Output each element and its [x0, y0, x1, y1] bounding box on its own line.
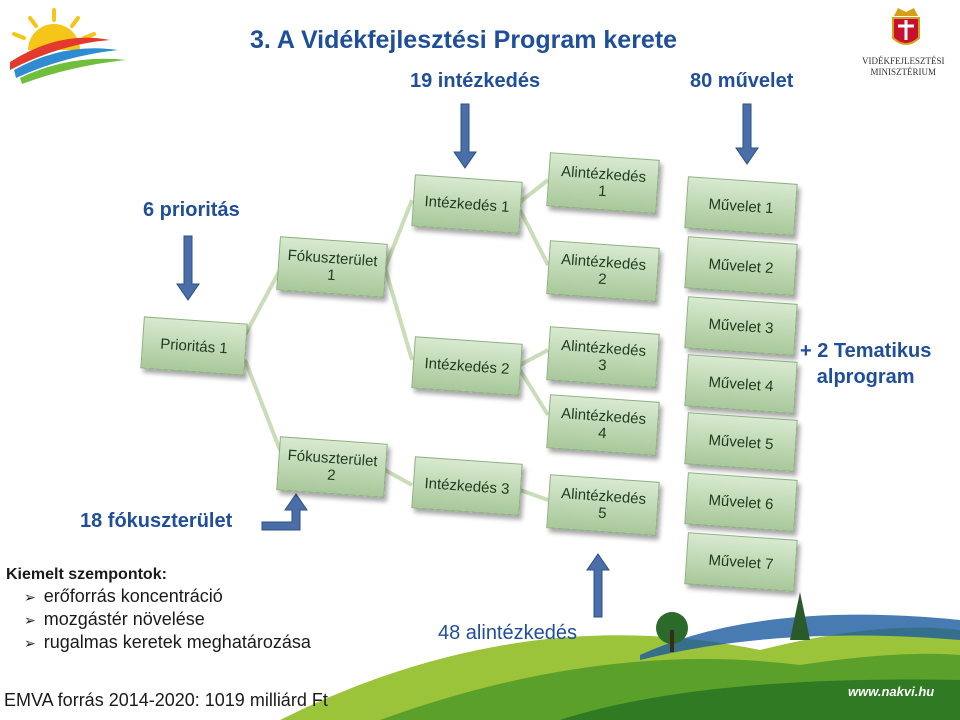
- tematikus-alprogram-label: + 2 Tematikus alprogram: [800, 338, 931, 390]
- box-label-number: 2: [597, 270, 608, 289]
- box-label: Művelet 3: [707, 315, 775, 337]
- emva-funding-line: EMVA forrás 2014-2020: 1019 milliárd Ft: [4, 690, 328, 710]
- arrow-down-icon: [735, 103, 759, 165]
- box-label-number: 2: [326, 466, 337, 485]
- box-label: Intézkedés 3: [423, 474, 511, 498]
- coat-of-arms-icon: [892, 8, 920, 45]
- bent-arrow-icon: [261, 493, 308, 531]
- box-intezkedes-1: Intézkedés 1: [411, 174, 523, 234]
- ministry-line-2: MINISZTÉRIUM: [870, 67, 937, 77]
- box-muvelet-5: Művelet 5: [684, 412, 798, 472]
- box-label: Művelet 5: [707, 431, 775, 453]
- box-prioritas-1: Prioritás 1: [140, 316, 248, 376]
- list-item: mozgástér növelése: [24, 609, 311, 630]
- list-item: erőforrás koncentráció: [24, 586, 311, 607]
- ministry-line-1: VIDÉKFEJLESZTÉSI: [862, 56, 945, 66]
- box-label-number: 1: [326, 266, 337, 285]
- box-label: Intézkedés 1: [423, 192, 511, 216]
- box-label: Művelet 7: [707, 551, 775, 573]
- box-muvelet-2: Művelet 2: [684, 236, 798, 296]
- box-label: Művelet 2: [707, 255, 775, 277]
- arrow-down-icon: [453, 103, 477, 169]
- arrow-down-icon: [176, 235, 200, 301]
- box-muvelet-4: Művelet 4: [684, 354, 798, 414]
- box-label: Prioritás 1: [159, 335, 229, 357]
- website-link[interactable]: www.nakvi.hu: [848, 684, 935, 699]
- list-item: rugalmas keretek meghatározása: [24, 632, 311, 653]
- page-title: 3. A Vidékfejlesztési Program kerete: [250, 26, 678, 54]
- box-label: Művelet 6: [707, 491, 775, 513]
- sun-logo-icon: [10, 8, 126, 84]
- fokuszterulet-count: 18 fókuszterület: [80, 510, 233, 532]
- tematikus-line-2: alprogram: [816, 366, 915, 388]
- box-muvelet-1: Művelet 1: [684, 176, 798, 236]
- box-label-number: 3: [597, 356, 608, 375]
- landscape-hills: [280, 592, 960, 720]
- prioritas-count: 6 prioritás: [143, 199, 240, 221]
- intezkedes-count: 19 intézkedés: [410, 70, 541, 92]
- box-intezkedes-3: Intézkedés 3: [411, 456, 523, 516]
- box-muvelet-7: Művelet 7: [684, 532, 798, 592]
- box-muvelet-6: Művelet 6: [684, 472, 798, 532]
- box-intezkedes-2: Intézkedés 2: [411, 336, 523, 396]
- box-label: Művelet 1: [707, 195, 775, 217]
- box-label: Intézkedés 2: [423, 354, 511, 378]
- key-aspects-heading: Kiemelt szempontok:: [6, 566, 167, 583]
- arrow-up-icon: [586, 553, 610, 618]
- ministry-logo-text: VIDÉKFEJLESZTÉSI MINISZTÉRIUM: [862, 56, 945, 78]
- tematikus-line-1: + 2 Tematikus: [800, 340, 932, 362]
- box-label: Művelet 4: [707, 373, 775, 395]
- box-muvelet-3: Művelet 3: [684, 296, 798, 356]
- box-label-number: 4: [597, 424, 608, 443]
- muvelet-count: 80 művelet: [690, 70, 794, 92]
- box-label-number: 5: [597, 504, 608, 523]
- tree-lines: [243, 178, 550, 502]
- box-label-number: 1: [597, 182, 608, 201]
- key-aspects-list: Kiemelt szempontok: erőforrás koncentrác…: [6, 566, 311, 655]
- alintezkedes-count: 48 alintézkedés: [438, 622, 577, 644]
